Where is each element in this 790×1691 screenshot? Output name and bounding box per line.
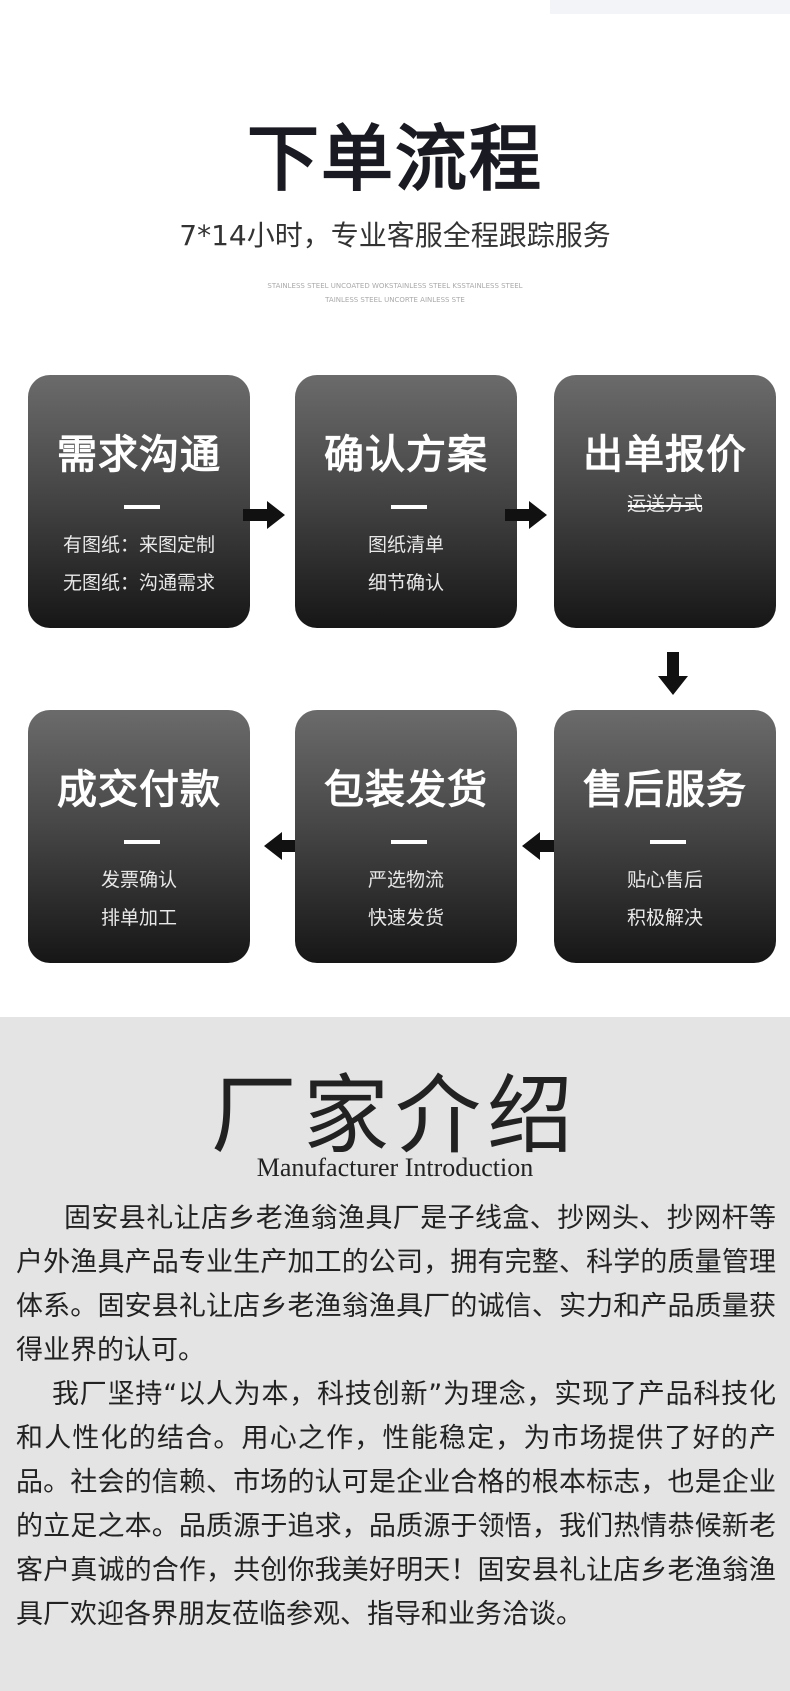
step-title: 确认方案	[324, 432, 488, 478]
step-card-shipping: 包装发货 严选物流 快速发货	[295, 710, 517, 963]
arrow-down-icon	[658, 652, 688, 695]
fine-print-1: STAINLESS STEEL UNCOATED WOKSTAINLESS ST…	[267, 282, 523, 290]
step-detail: 运送方式	[626, 493, 703, 515]
step-title: 成交付款	[57, 767, 221, 813]
step-detail: 细节确认	[367, 572, 444, 594]
step-detail: 无图纸：沟通需求	[62, 572, 215, 594]
top-strip	[550, 0, 790, 14]
step-card-requirements: 需求沟通 有图纸：来图定制 无图纸：沟通需求	[28, 375, 250, 628]
step-divider	[124, 840, 160, 844]
step-detail: 贴心售后	[626, 869, 703, 891]
process-subtitle: 7*14小时，专业客服全程跟踪服务	[179, 219, 611, 252]
step-title: 售后服务	[583, 767, 747, 813]
step-divider	[391, 505, 427, 509]
step-detail: 有图纸：来图定制	[62, 534, 215, 556]
factory-paragraph-1: 固安县礼让店乡老渔翁渔具厂是子线盒、抄网头、抄网杆等户外渔具产品专业生产加工的公…	[16, 1203, 776, 1366]
step-divider	[124, 505, 160, 509]
step-detail: 快速发货	[367, 907, 444, 929]
step-card-confirm-plan: 确认方案 图纸清单 细节确认	[295, 375, 517, 628]
factory-subtitle: Manufacturer Introduction	[256, 1153, 534, 1182]
process-title: 下单流程	[246, 117, 543, 201]
step-detail: 图纸清单	[367, 534, 444, 556]
step-detail: 发票确认	[100, 869, 177, 891]
step-detail: 严选物流	[367, 869, 444, 891]
arrow-right-icon	[505, 501, 547, 529]
step-divider	[650, 840, 686, 844]
step-divider	[628, 505, 702, 507]
factory-paragraph-2: 我厂坚持“以人为本，科技创新”为理念，实现了产品科技化和人性化的结合。用心之作，…	[16, 1379, 776, 1630]
step-title: 包装发货	[324, 767, 488, 813]
step-detail: 积极解决	[626, 907, 703, 929]
step-title: 出单报价	[583, 432, 747, 478]
step-divider	[391, 840, 427, 844]
step-detail: 排单加工	[100, 907, 177, 929]
fine-print-2: TAINLESS STEEL UNCORTE AINLESS STE	[325, 296, 465, 304]
factory-title: 厂家介绍	[211, 1066, 579, 1166]
step-title: 需求沟通	[57, 432, 221, 478]
arrow-left-icon	[264, 832, 306, 860]
step-card-after-sales: 售后服务 贴心售后 积极解决	[554, 710, 776, 963]
step-card-quotation: 出单报价 运送方式	[554, 375, 776, 628]
factory-section: 厂家介绍 Manufacturer Introduction 固安县礼让店乡老渔…	[0, 1017, 790, 1691]
arrow-right-icon	[243, 501, 285, 529]
step-card-payment: 成交付款 发票确认 排单加工	[28, 710, 250, 963]
arrow-left-icon	[522, 832, 564, 860]
